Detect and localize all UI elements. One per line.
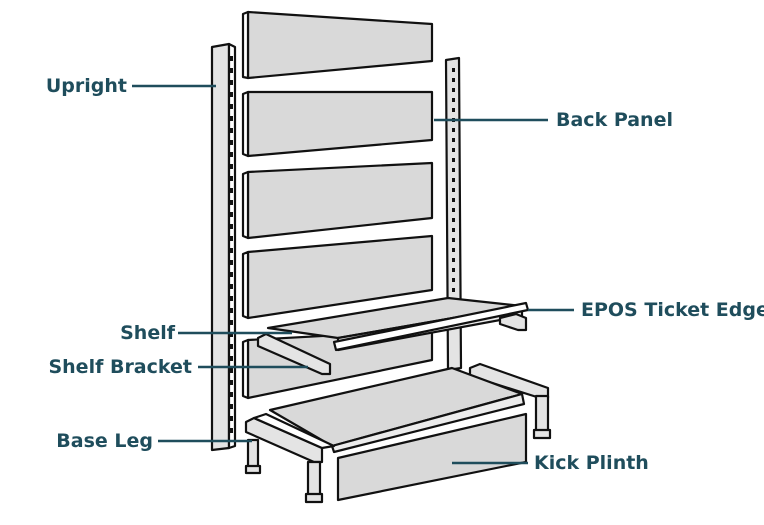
left-upright [210, 42, 237, 452]
back-panel-4 [241, 234, 434, 320]
back-panel-2 [241, 90, 434, 158]
base-leg-front-mid [304, 460, 324, 504]
base-leg-back-right [532, 394, 552, 440]
base-leg-label: Base Leg [56, 430, 153, 452]
back-panel-3 [241, 161, 434, 240]
kick-plinth-label: Kick Plinth [534, 452, 649, 474]
back-panel-1 [241, 10, 434, 80]
right-upright-slots [452, 68, 455, 302]
base-deck [268, 366, 526, 454]
upright-label: Upright [46, 75, 127, 97]
base-leg-left-bracket [244, 412, 336, 464]
right-upright [444, 56, 463, 372]
epos-ticket-edge-label: EPOS Ticket Edge [581, 299, 764, 321]
shelf-label: Shelf [120, 322, 176, 344]
shelf-bracket-label: Shelf Bracket [48, 356, 192, 378]
left-upright-slots [230, 56, 233, 433]
back-panel-label: Back Panel [556, 109, 673, 131]
base-leg-front-left [244, 438, 262, 475]
shelf-bracket-right [498, 312, 528, 332]
